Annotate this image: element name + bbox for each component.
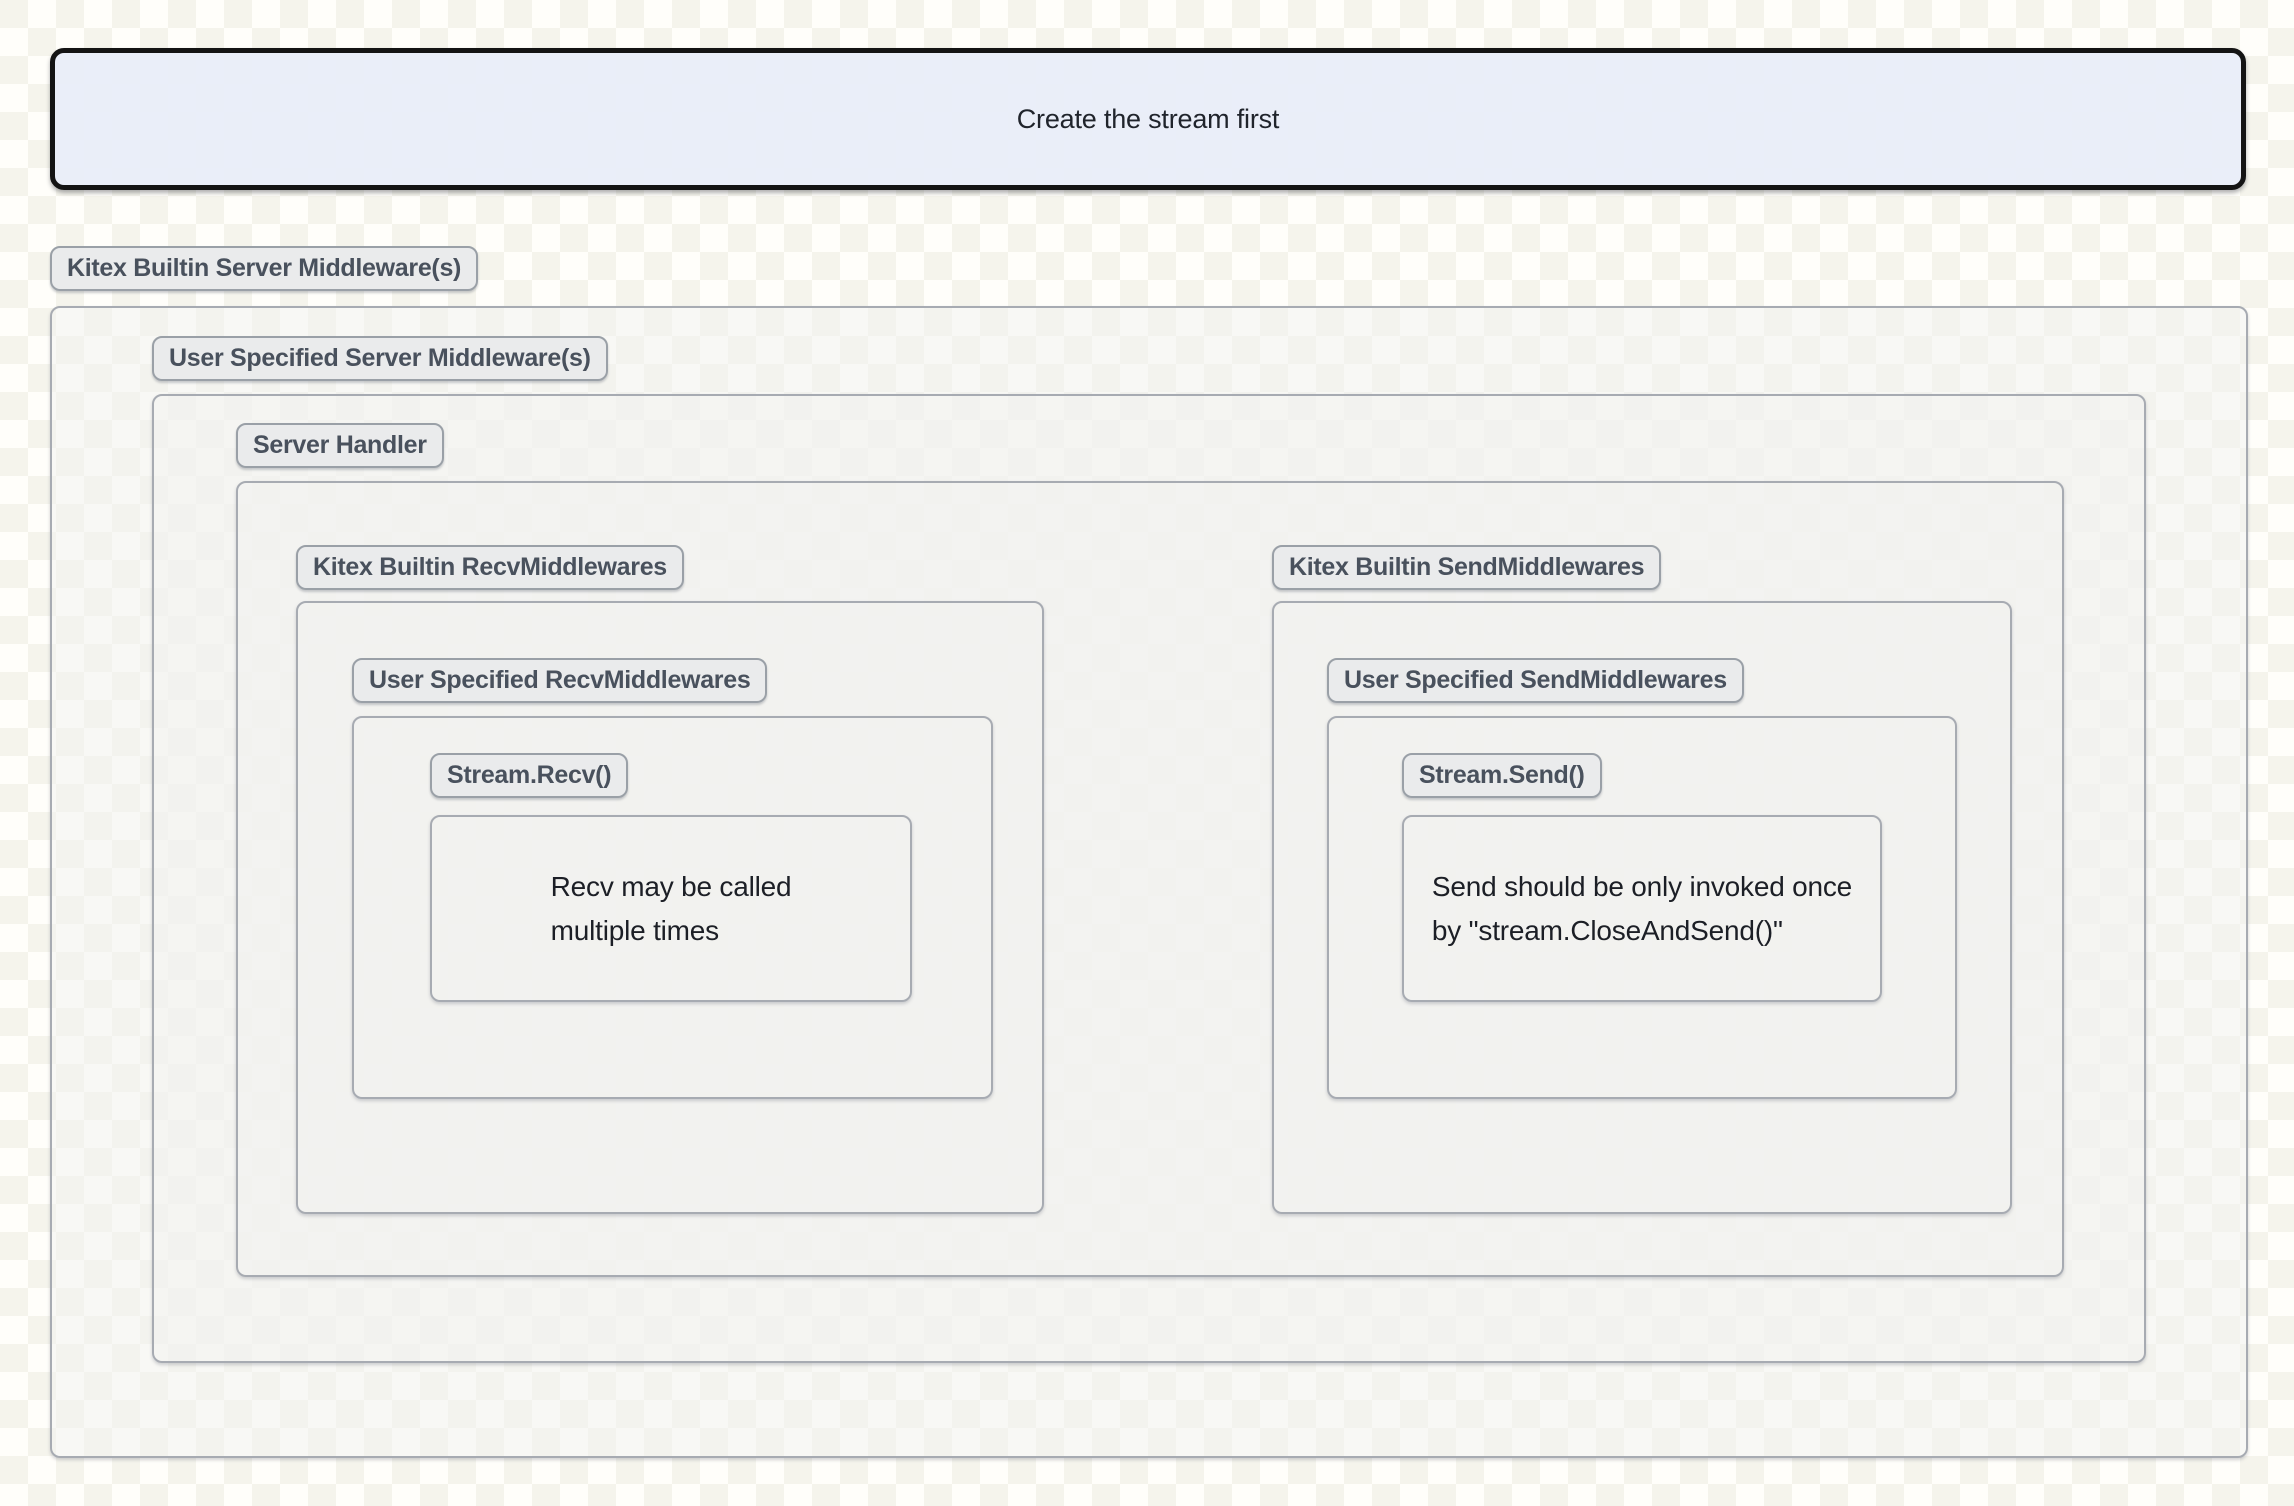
send-note-box: Send should be only invoked once by "str… [1402,815,1882,1002]
user-specified-server-middleware-label: User Specified Server Middleware(s) [152,336,608,381]
recv-note-line1: Recv may be called [550,871,792,903]
recv-note-line2: multiple times [550,914,720,946]
send-note-line1: Send should be only invoked once [1431,871,1853,903]
kitex-builtin-send-middlewares-label: Kitex Builtin SendMiddlewares [1272,545,1662,590]
server-handler-label: Server Handler [236,423,444,468]
send-note-line2: by "stream.CloseAndSend()" [1431,914,1783,946]
recv-note-text: Recv may be called multiple times [551,865,792,952]
stream-recv-label: Stream.Recv() [430,753,629,798]
user-specified-recv-middlewares-label: User Specified RecvMiddlewares [352,658,768,703]
send-note-text: Send should be only invoked once by "str… [1432,865,1852,952]
kitex-builtin-recv-middlewares-label: Kitex Builtin RecvMiddlewares [296,545,684,590]
stream-send-label: Stream.Send() [1402,753,1602,798]
create-stream-banner-text: Create the stream first [1016,103,1280,134]
user-specified-send-middlewares-label: User Specified SendMiddlewares [1327,658,1744,703]
kitex-builtin-server-middleware-label: Kitex Builtin Server Middleware(s) [50,246,479,291]
create-stream-banner: Create the stream first [50,48,2246,190]
recv-note-box: Recv may be called multiple times [430,815,912,1002]
